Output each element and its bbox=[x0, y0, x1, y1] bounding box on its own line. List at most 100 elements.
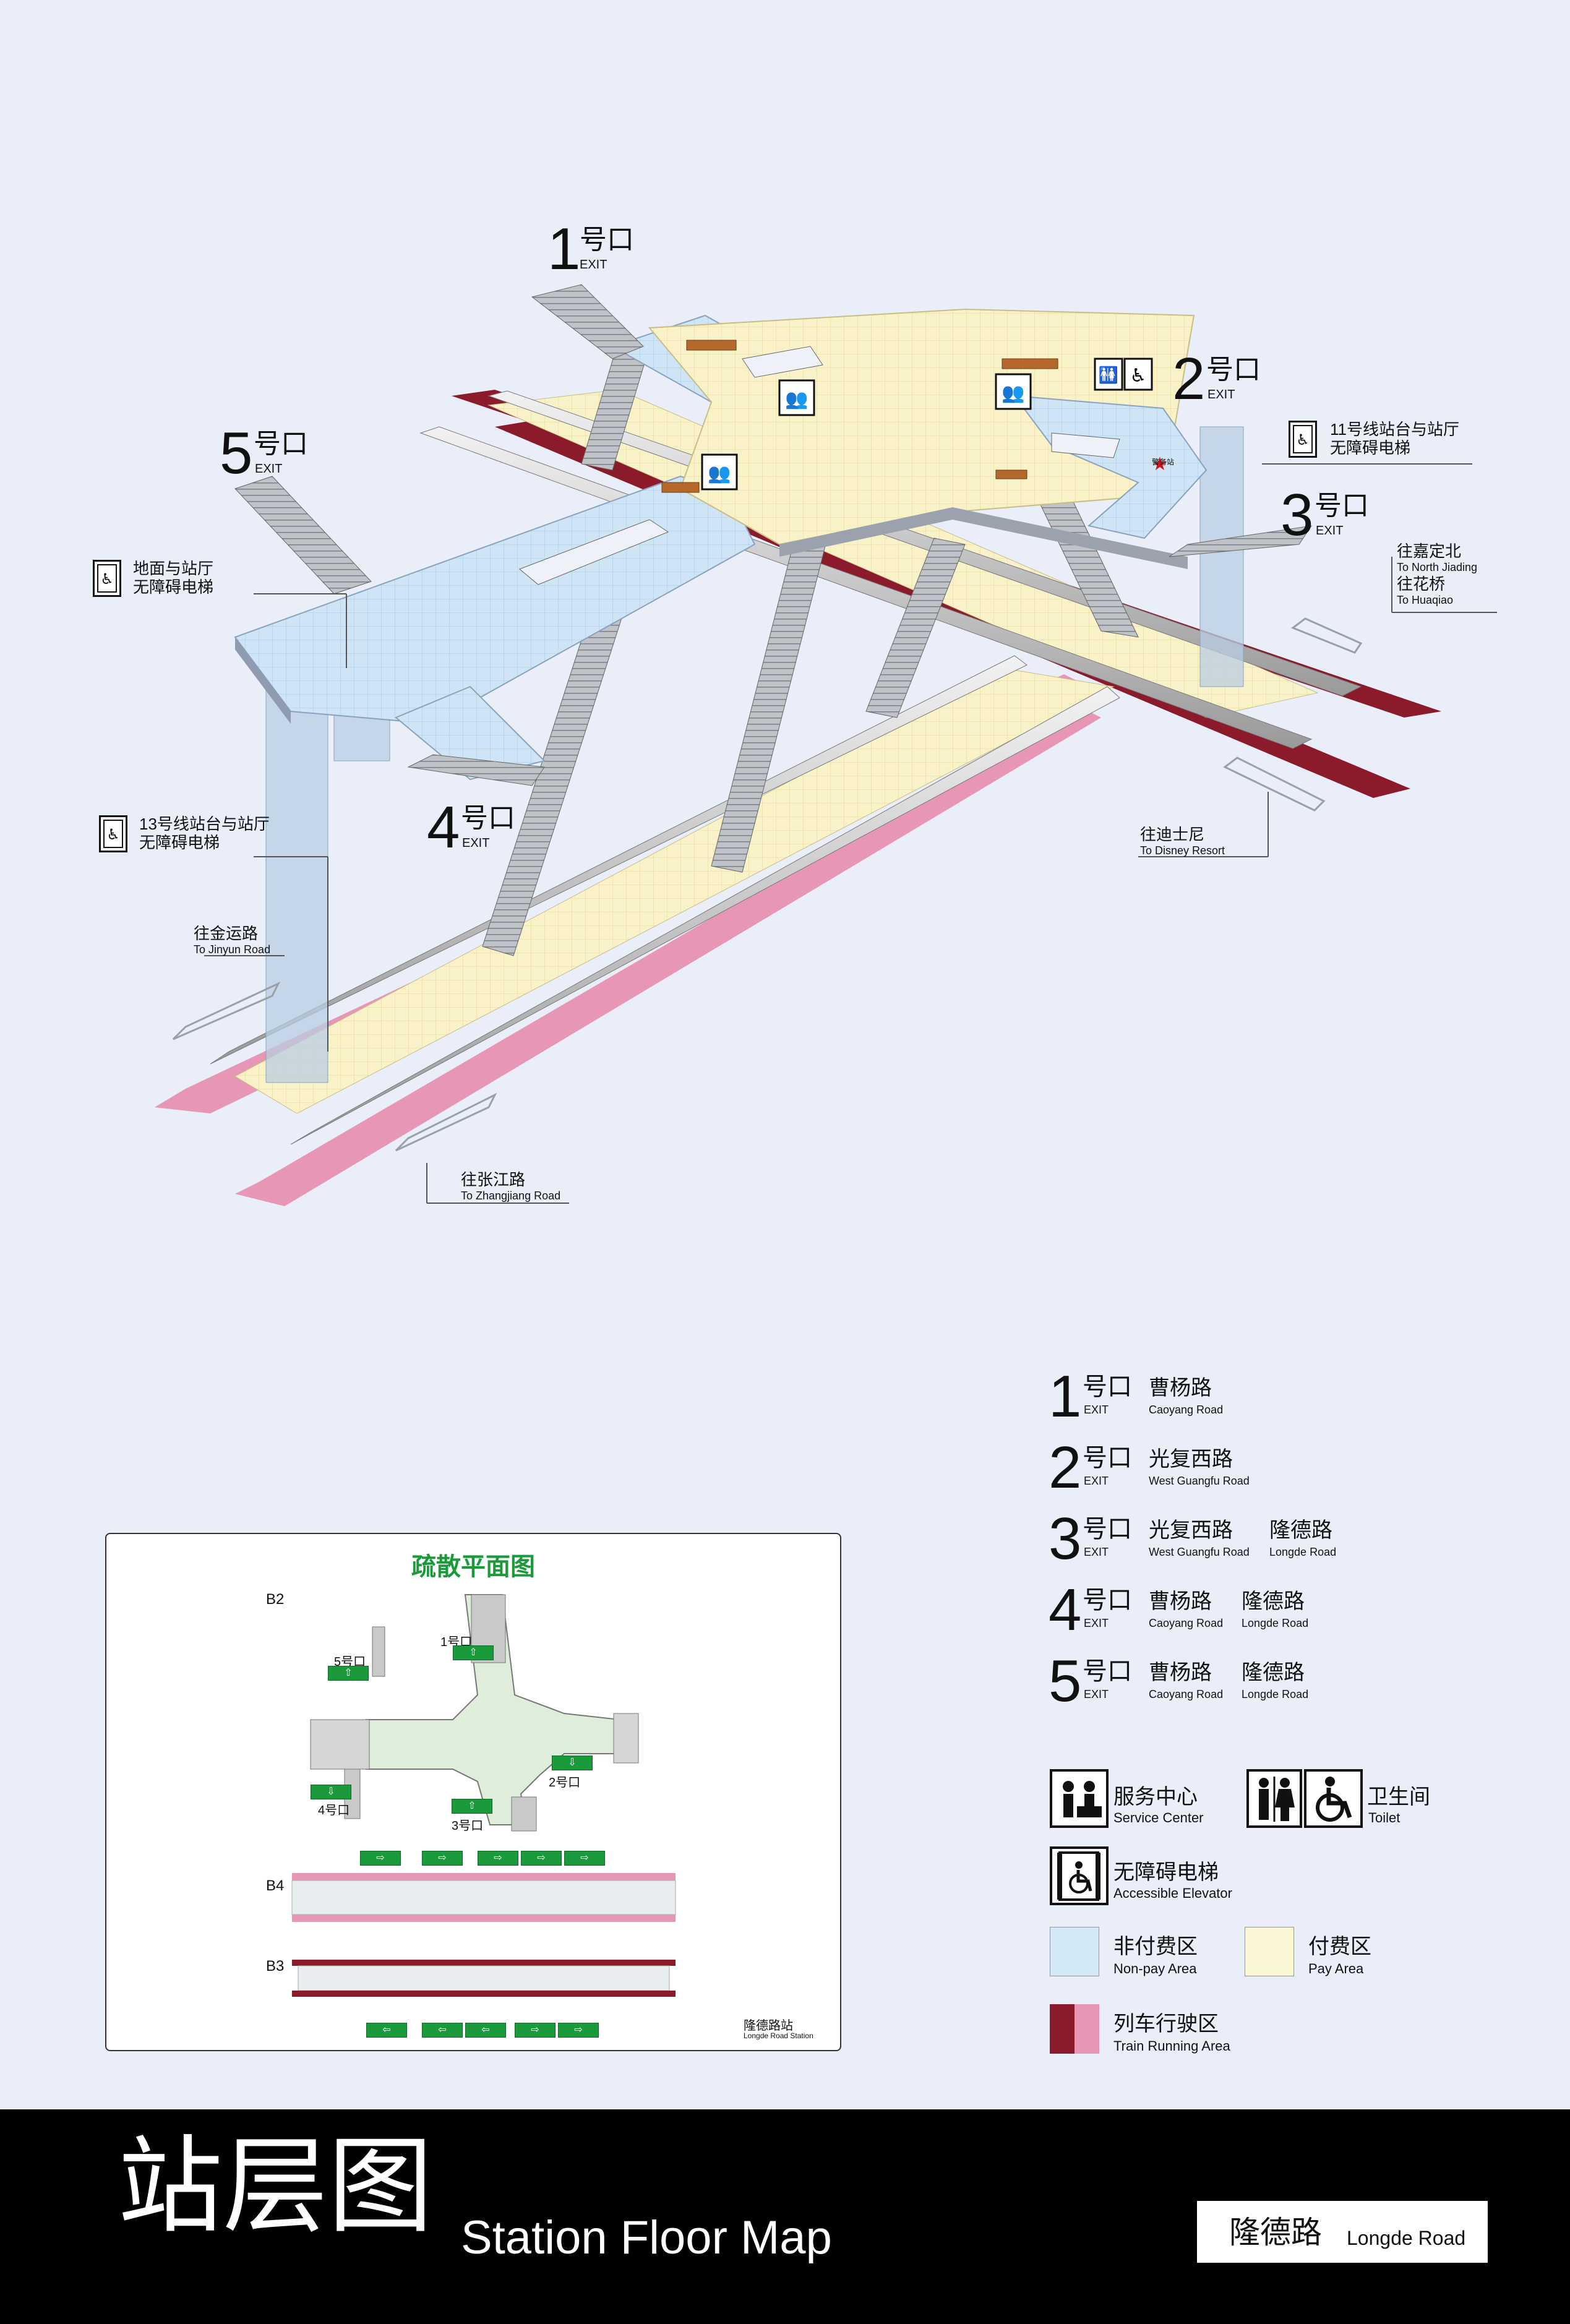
direction-zh: 往花桥 bbox=[1397, 575, 1446, 593]
direction-en: To Zhangjiang Road bbox=[461, 1189, 561, 1202]
legend-road-zh: 隆德路 bbox=[1242, 1661, 1305, 1684]
evac-title: 疏散平面图 bbox=[411, 1553, 535, 1580]
callout-line: 13号线站台与站厅 bbox=[139, 815, 270, 833]
non-pay-en: Non-pay Area bbox=[1113, 1961, 1197, 1976]
legend-road-zh: 光复西路 bbox=[1149, 1447, 1233, 1471]
station-name-box: 隆德路 Longde Road bbox=[1197, 2201, 1488, 2263]
callout-line: 无障碍电梯 bbox=[133, 577, 214, 596]
level-b2-label: B2 bbox=[266, 1591, 285, 1608]
evac-exit-sign: ⇦ bbox=[366, 2023, 407, 2038]
evac-exit-3-label: 3号口 bbox=[452, 1819, 484, 1833]
evac-station-en: Longde Road Station bbox=[744, 2031, 813, 2040]
train-swatch-light bbox=[1075, 2004, 1099, 2054]
legend-road-zh: 曹杨路 bbox=[1149, 1590, 1212, 1613]
exit-hao: 号口 bbox=[254, 429, 308, 459]
pay-en: Pay Area bbox=[1308, 1961, 1364, 1976]
svg-text:♿: ♿ bbox=[1130, 366, 1147, 386]
toilet-icon bbox=[1246, 1769, 1302, 1828]
train-swatch-dark bbox=[1050, 2004, 1075, 2054]
evac-floorplans bbox=[291, 1594, 676, 1997]
direction-zh: 往嘉定北 bbox=[1397, 542, 1462, 560]
elevator-label: 无障碍电梯 bbox=[1113, 1861, 1219, 1884]
non-pay-label: 非付费区 bbox=[1113, 1935, 1198, 1958]
legend-exit-en: EXIT bbox=[1084, 1546, 1109, 1558]
non-pay-swatch bbox=[1050, 1927, 1099, 1976]
evac-exit-sign: ⇩ bbox=[552, 1756, 593, 1770]
toilet-en: Toilet bbox=[1368, 1810, 1401, 1825]
service-center-icon bbox=[1050, 1769, 1109, 1828]
exit-number: 5 bbox=[220, 420, 253, 486]
legend-exit-hao: 号口 bbox=[1083, 1587, 1132, 1614]
direction-zhangjiang: 往张江路 To Zhangjiang Road bbox=[461, 1170, 561, 1203]
direction-zh: 往张江路 bbox=[461, 1170, 526, 1189]
legend-exit-en: EXIT bbox=[1084, 1404, 1109, 1416]
train-label: 列车行驶区 bbox=[1113, 2012, 1219, 2036]
escalators bbox=[482, 340, 1139, 956]
legend-exit-number: 3 bbox=[1049, 1506, 1082, 1572]
direction-en: To Disney Resort bbox=[1140, 844, 1225, 857]
wheelchair-icon bbox=[1304, 1769, 1363, 1828]
legend-road-en: Caoyang Road bbox=[1149, 1404, 1224, 1416]
legend-exit-hao: 号口 bbox=[1083, 1658, 1132, 1685]
direction-en: To North Jiading bbox=[1397, 560, 1478, 573]
legend-exit-hao: 号口 bbox=[1083, 1444, 1132, 1472]
legend-road-en: Longde Road bbox=[1242, 1688, 1309, 1700]
station-name-zh: 隆德路 bbox=[1229, 2215, 1322, 2250]
evac-exit-sign: ⇨ bbox=[515, 2023, 556, 2038]
evac-exit-sign: ⇨ bbox=[558, 2023, 599, 2038]
svg-text:★: ★ bbox=[1152, 454, 1169, 474]
legend-exit-hao: 号口 bbox=[1083, 1516, 1132, 1543]
legend-road-en: Longde Road bbox=[1242, 1617, 1309, 1629]
elevator-icon bbox=[1289, 421, 1317, 458]
legend-road-zh: 隆德路 bbox=[1242, 1590, 1305, 1613]
direction-disney: 往迪士尼 To Disney Resort bbox=[1140, 825, 1225, 857]
line13-platform-level bbox=[155, 655, 1120, 1206]
toilet-label: 卫生间 bbox=[1367, 1785, 1430, 1809]
direction-zh: 往金运路 bbox=[194, 924, 259, 943]
level-b4-label: B4 bbox=[266, 1877, 285, 1894]
evac-exit-sign: ⇨ bbox=[521, 1851, 562, 1866]
station-3d-diagram: 👥 👥 👥 🚻 ♿ ★ bbox=[155, 284, 1497, 1206]
exit-en: EXIT bbox=[462, 836, 490, 850]
evac-exit-sign: ⇨ bbox=[478, 1851, 518, 1866]
level-b3-label: B3 bbox=[266, 1958, 285, 1975]
callout-line: 无障碍电梯 bbox=[1330, 438, 1411, 457]
evac-exit-sign: ⇨ bbox=[360, 1851, 401, 1866]
exit-en: EXIT bbox=[1208, 388, 1235, 401]
footer-title-zh: 站层图 bbox=[118, 2125, 434, 2248]
exit-stairs bbox=[234, 284, 1313, 786]
evac-exit-sign: ⇩ bbox=[311, 1785, 351, 1799]
legend-road-en: Caoyang Road bbox=[1149, 1688, 1224, 1700]
direction-zh: 往迪士尼 bbox=[1140, 825, 1205, 844]
direction-en: To Jinyun Road bbox=[194, 943, 271, 956]
svg-text:👥: 👥 bbox=[708, 463, 731, 484]
elevator-en: Accessible Elevator bbox=[1113, 1885, 1232, 1901]
evac-exit-sign: ⇦ bbox=[465, 2023, 506, 2038]
evac-exit-sign: ⇧ bbox=[328, 1666, 369, 1681]
svg-text:👥: 👥 bbox=[785, 389, 808, 409]
pay-label: 付费区 bbox=[1308, 1935, 1371, 1958]
direction-en: To Huaqiao bbox=[1397, 593, 1454, 606]
elevator-icon bbox=[99, 815, 127, 852]
exit-hao: 号口 bbox=[461, 803, 515, 833]
exit-number: 3 bbox=[1280, 482, 1314, 548]
exit-en: EXIT bbox=[1316, 524, 1344, 538]
legend-road-en: Caoyang Road bbox=[1149, 1617, 1224, 1629]
evacuation-plan-panel: 疏散平面图 B2 B4 B3 1号口 2号口 3号口 4号口 5号口 ⇧ ⇩ ⇧… bbox=[105, 1533, 841, 2051]
legend-exit-number: 5 bbox=[1049, 1648, 1082, 1714]
callout-line: 11号线站台与站厅 bbox=[1330, 420, 1459, 439]
exit-en: EXIT bbox=[255, 462, 283, 476]
station-name-en: Longde Road bbox=[1347, 2227, 1466, 2249]
legend-exit-hao: 号口 bbox=[1083, 1373, 1132, 1400]
evac-exit-5-label: 5号口 bbox=[334, 1655, 366, 1669]
legend-road-zh: 曹杨路 bbox=[1149, 1376, 1212, 1400]
evac-exit-sign: ⇧ bbox=[453, 1645, 494, 1660]
callout-line: 地面与站厅 bbox=[133, 559, 214, 578]
train-en: Train Running Area bbox=[1113, 2038, 1230, 2054]
exit-number: 2 bbox=[1172, 346, 1206, 412]
direction-huaqiao: 往花桥 To Huaqiao bbox=[1397, 575, 1453, 607]
direction-north-jiading: 往嘉定北 To North Jiading bbox=[1397, 542, 1477, 574]
legend-road-en: West Guangfu Road bbox=[1149, 1475, 1250, 1487]
legend-exit-en: EXIT bbox=[1084, 1475, 1109, 1487]
evac-exit-4-label: 4号口 bbox=[318, 1804, 350, 1817]
